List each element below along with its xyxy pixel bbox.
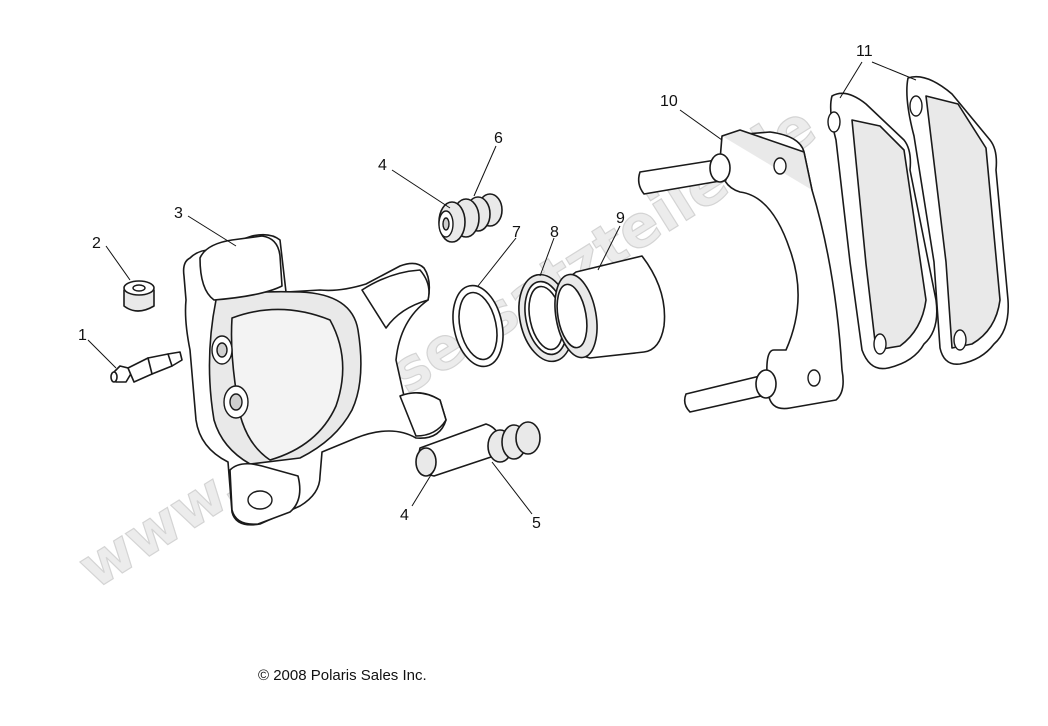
slide-pin-part [415,421,541,477]
callout-4-upper: 4 [378,157,387,174]
leader-line-4a [391,169,451,209]
leader-line-11b [871,61,917,81]
callout-labels: 1 2 3 4 4 5 6 7 8 9 10 11 [78,43,873,532]
bleeder-screw-part [110,351,183,383]
caliper-body-part [182,233,447,526]
callout-10: 10 [660,93,678,110]
callout-2: 2 [92,235,101,252]
callout-1: 1 [78,327,87,344]
leader-line-2 [105,245,131,281]
callout-7: 7 [512,224,521,241]
caliper-bracket-part [637,129,844,413]
callout-9: 9 [616,210,625,227]
callout-4-lower: 4 [400,507,409,524]
leader-line-11a [839,61,863,99]
callout-11: 11 [856,43,873,60]
leader-line-10 [679,109,723,141]
leader-line-9 [597,225,621,271]
bleeder-cap-part [123,280,155,312]
leader-line-6 [473,145,497,197]
leader-line-5 [491,461,533,515]
piston-seal-part [452,284,504,368]
callout-6: 6 [494,130,503,147]
leader-line-3 [187,215,237,247]
copyright-notice: © 2008 Polaris Sales Inc. [258,667,427,684]
leader-line-4b [411,469,435,507]
upper-boot-part [438,193,503,243]
leader-lines [87,61,917,515]
leader-line-8 [539,237,555,277]
leader-line-1 [87,339,117,369]
callout-8: 8 [550,224,559,241]
piston-part [554,255,666,359]
callout-5: 5 [532,515,541,532]
callout-3: 3 [174,205,183,222]
brake-pads-part [827,75,1010,370]
leader-line-7 [477,237,517,287]
